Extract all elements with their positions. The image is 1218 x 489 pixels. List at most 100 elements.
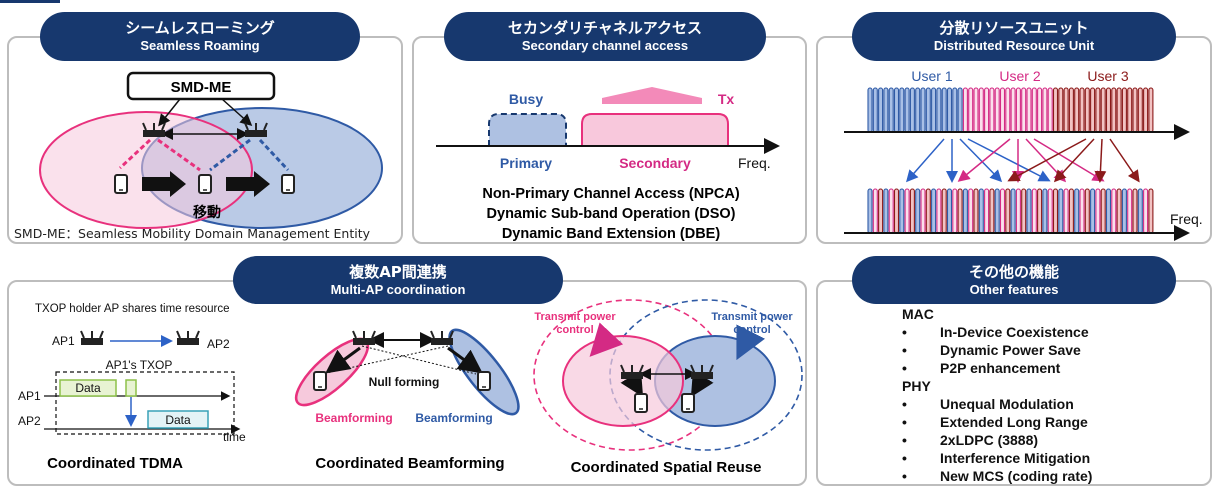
dru-bottom-bar [1031,188,1037,234]
dru-top-bar [973,87,979,133]
dru-bottom-bar [909,188,915,234]
phone-2-icon [198,174,212,194]
tdma-ap1-label: AP1 [52,334,75,348]
dru-title-jp: 分散リソースユニット [939,19,1089,37]
dru-bottom-bar [915,188,921,234]
dru-bottom-bar [1143,188,1149,234]
beam-phone1-icon [313,371,327,391]
dru-arrow [1094,138,1107,183]
dru-top-bar [888,87,894,133]
dru-bottom-bar [1068,188,1074,234]
tdma-ap2-router-icon [176,330,200,346]
move-arrow-1-icon [142,171,186,197]
beam-phone2-icon [477,371,491,391]
bullet: • [902,450,907,466]
roaming-footnote: SMD-ME：Seamless Mobility Domain Manageme… [14,226,371,241]
dru-bottom-bar [904,188,910,234]
smd-me-box [126,71,276,101]
sr-down-2 [690,370,714,398]
dru-bottom-bar [888,188,894,234]
dru-top-bar [1005,87,1011,133]
tx-upward-arrow-icon [602,87,702,104]
dru-bottom-bar [1105,188,1112,234]
dru-bottom-bar [1127,188,1133,234]
mac-item-1: •In-Device Coexistence [902,323,1092,341]
tx-block [581,113,729,146]
dru-top-bar [962,87,968,133]
dru-bottom-bar [1042,188,1048,234]
dru-top-bar [1026,87,1032,133]
dru-freq-label: Freq. [1170,211,1203,227]
smd-me-label: SMD-ME [171,79,232,96]
roaming-title-jp: シームレスローミング [125,19,275,37]
tdma-ap1-router-icon [80,330,104,346]
busy-block [488,113,567,146]
dru-arrow [1053,138,1095,183]
dru-top-bar [920,87,926,133]
tdma-data1-label: Data [75,381,101,395]
dru-top-bar [957,87,963,133]
dru-top-bar [1074,87,1080,133]
dru-top-bar [904,87,910,133]
dru-top-bar [1105,87,1112,133]
pink-link-a [118,138,152,170]
bf2-label: Beamforming [415,411,492,425]
dru-top-bar [915,87,921,133]
tdma-time-label: time [223,430,246,444]
phy-item-5-label: New MCS (coding rate) [940,468,1093,484]
phy-heading: PHY [902,378,931,394]
phy-item-5: •New MCS (coding rate) [902,467,1092,485]
dru-top-bar [1047,87,1053,133]
feature-dbe: Dynamic Band Extension (DBE) [502,226,721,242]
title-pill-secondary: セカンダリチャネルアクセス Secondary channel access [444,12,766,61]
dru-bottom-bar [1090,188,1096,234]
secondary-title-jp: セカンダリチャネルアクセス [507,19,703,37]
feature-npca: Non-Primary Channel Access (NPCA) [482,186,739,202]
dru-user2-label: User 2 [999,68,1040,84]
dru-bottom-bar [867,188,873,234]
null-forming-bg [362,372,448,392]
tdma-caption: Coordinated TDMA [47,455,183,472]
dru-bottom-bar [936,188,942,234]
smd-link-1 [158,98,181,127]
dru-top-bar [1052,87,1059,133]
dru-bottom-bar [957,188,963,234]
dru-top-bar [1068,87,1074,133]
dru-bottom-bar [1084,188,1090,234]
other-features-list: MAC •In-Device Coexistence •Dynamic Powe… [902,305,1092,485]
tdma-ap2-label: AP2 [207,337,230,351]
sr-phone2-icon [681,393,695,413]
dru-top-bar [952,87,958,133]
sr-tpc2-line1: Transmit power [711,311,793,323]
dru-bottom-bar [941,188,947,234]
tdma-txop-label: AP1's TXOP [106,358,173,372]
move-arrow-2-icon [226,171,270,197]
mac-item-2: •Dynamic Power Save [902,341,1092,359]
title-pill-other: その他の機能 Other features [852,256,1176,304]
smd-link-2 [221,98,253,126]
multiap-title-en: Multi-AP coordination [330,282,466,297]
tdma-holder-text: TXOP holder AP shares time resource [35,303,230,315]
dru-top-bar [1095,87,1101,133]
dru-top-bar [1148,87,1154,133]
dru-arrow [957,138,1011,182]
dru-bottom-bar [973,188,979,234]
bullet: • [902,324,907,340]
dru-top-bar [878,87,884,133]
dru-top-bar [909,87,915,133]
dru-bottom-bar [1148,188,1154,234]
tdma-diagram: TXOP holder AP shares time resource AP1 … [18,303,246,472]
dru-bottom-bar [920,188,926,234]
sr-tpc1-line1: Transmit power [534,311,616,323]
sr-tpc2-line2: control [733,324,770,336]
dru-bottom-bar [978,188,984,234]
spatial-reuse-diagram: Transmit power control Transmit power co… [533,299,803,476]
dru-bottom-bar [946,188,953,234]
dru-top-bar [931,87,937,133]
dru-bottom-bar [1063,188,1069,234]
dru-bottom-bar [1121,188,1127,234]
tdma-data2-block [147,410,209,429]
dru-bottom-bar [1015,188,1021,234]
dru-bottom-bar [878,188,884,234]
dru-top-bar [1100,87,1106,133]
